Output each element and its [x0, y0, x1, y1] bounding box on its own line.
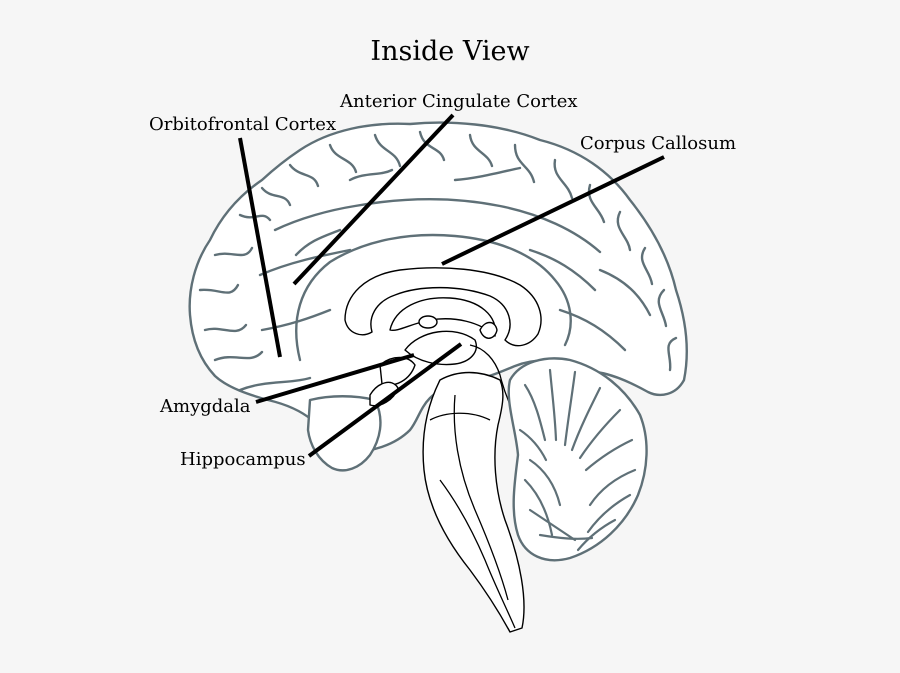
leader-corpus-callosum: [441, 155, 665, 266]
brainstem: [422, 371, 525, 633]
cerebellum: [507, 357, 648, 562]
label-orbitofrontal-cortex: Orbitofrontal Cortex: [149, 114, 337, 135]
pons-line: [429, 412, 491, 421]
label-hippocampus: Hippocampus: [180, 449, 306, 470]
brainstem-inner: [453, 394, 509, 601]
label-anterior-cingulate-cortex: Anterior Cingulate Cortex: [340, 91, 578, 112]
cingulate-gyrus: [295, 233, 572, 362]
leader-orbitofrontal: [238, 137, 282, 358]
medulla-line: [439, 479, 516, 629]
interthalamic-adhesion: [418, 315, 438, 329]
leader-hippocampus: [307, 342, 463, 458]
gyri-pattern: [198, 130, 678, 392]
arbor-vitae: [518, 368, 637, 552]
leader-amygdala: [255, 353, 415, 404]
temporal-lobe: [306, 395, 382, 472]
corpus-callosum-shape: [344, 267, 542, 347]
label-corpus-callosum: Corpus Callosum: [580, 133, 737, 154]
label-amygdala: Amygdala: [160, 396, 251, 417]
diagram-title: Inside View: [370, 36, 530, 67]
pineal-body: [479, 321, 498, 339]
leader-anterior-cingulate: [292, 113, 455, 286]
thalamus: [404, 330, 477, 366]
